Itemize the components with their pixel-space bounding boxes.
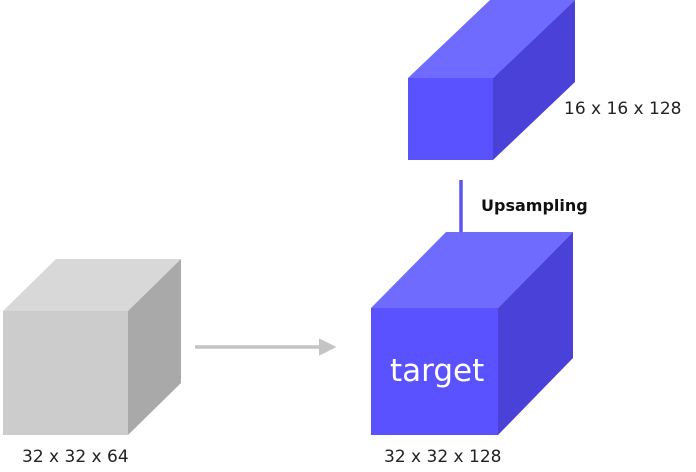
gray-block-side-face [128, 259, 181, 435]
target-block-front-face [371, 308, 498, 435]
top-block-dims-label: 16 x 16 x 128 [564, 99, 682, 119]
target-blue-block [371, 232, 573, 435]
gray-block-dims-label: 32 x 32 x 64 [22, 447, 129, 467]
target-block-dims-label: 32 x 32 x 128 [384, 447, 502, 467]
target-label: target [390, 353, 485, 389]
top-blue-block [408, 0, 575, 160]
gray-block-front-face [3, 311, 128, 435]
top-block-front-face [408, 78, 493, 160]
upsampling-label: Upsampling [481, 196, 588, 215]
gray-block-top-face [3, 259, 181, 311]
top-block-side-face [493, 0, 575, 160]
target-block-side-face [498, 232, 573, 435]
gray-block [3, 259, 181, 435]
top-block-top-face [408, 0, 575, 78]
target-block-top-face [371, 232, 573, 308]
